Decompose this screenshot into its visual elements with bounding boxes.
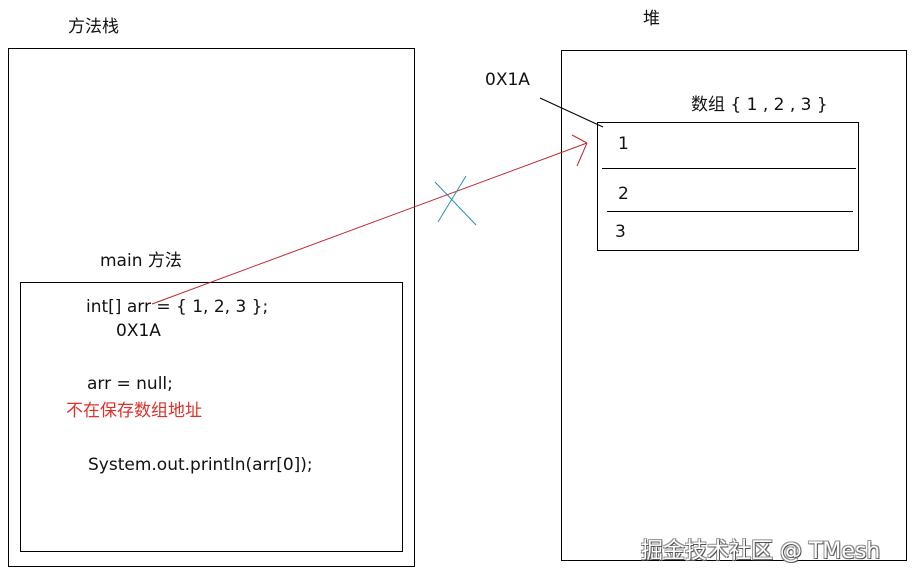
main-frame-title: main 方法 [100, 251, 182, 271]
heap-box [561, 50, 907, 561]
code-line-null-assign: arr = null; [87, 374, 173, 394]
watermark: 掘金技术社区 @ TMesh [641, 539, 881, 564]
array-cell-2: 3 [615, 222, 626, 242]
array-cell-1: 2 [618, 184, 629, 204]
heap-title: 堆 [643, 9, 660, 29]
code-line-address: 0X1A [116, 321, 161, 341]
stack-title: 方法栈 [68, 17, 119, 37]
array-title: 数组 { 1 , 2 , 3 } [691, 95, 828, 115]
code-line-declaration: int[] arr = { 1, 2, 3 }; [86, 297, 269, 317]
null-assign-note: 不在保存数组地址 [66, 401, 202, 421]
heap-address-label: 0X1A [485, 70, 530, 90]
cross-out-icon [434, 175, 477, 226]
array-box [597, 122, 859, 251]
array-cell-0: 1 [618, 134, 629, 154]
code-line-println: System.out.println(arr[0]); [88, 455, 313, 475]
array-divider-2 [607, 211, 853, 212]
array-divider-1 [602, 168, 856, 169]
method-stack-box [8, 48, 415, 567]
